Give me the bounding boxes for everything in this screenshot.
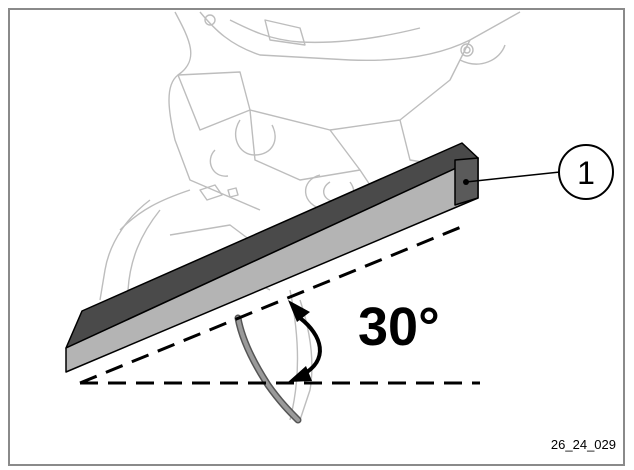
figure-id: 26_24_029 xyxy=(550,437,616,452)
angle-label: 30° xyxy=(358,297,440,357)
angle-arc-arrow xyxy=(288,300,322,382)
crimping-tool-drawing xyxy=(99,11,521,421)
cable xyxy=(234,314,302,424)
callout-leader-line xyxy=(465,171,561,183)
callout-circle xyxy=(558,144,614,200)
inclined-reference-line xyxy=(79,223,467,385)
callout-dot xyxy=(463,179,469,185)
beam-part-1 xyxy=(65,142,479,373)
figure-frame xyxy=(8,8,625,466)
cable-core xyxy=(236,316,300,422)
callout-number: 1 xyxy=(577,155,595,191)
